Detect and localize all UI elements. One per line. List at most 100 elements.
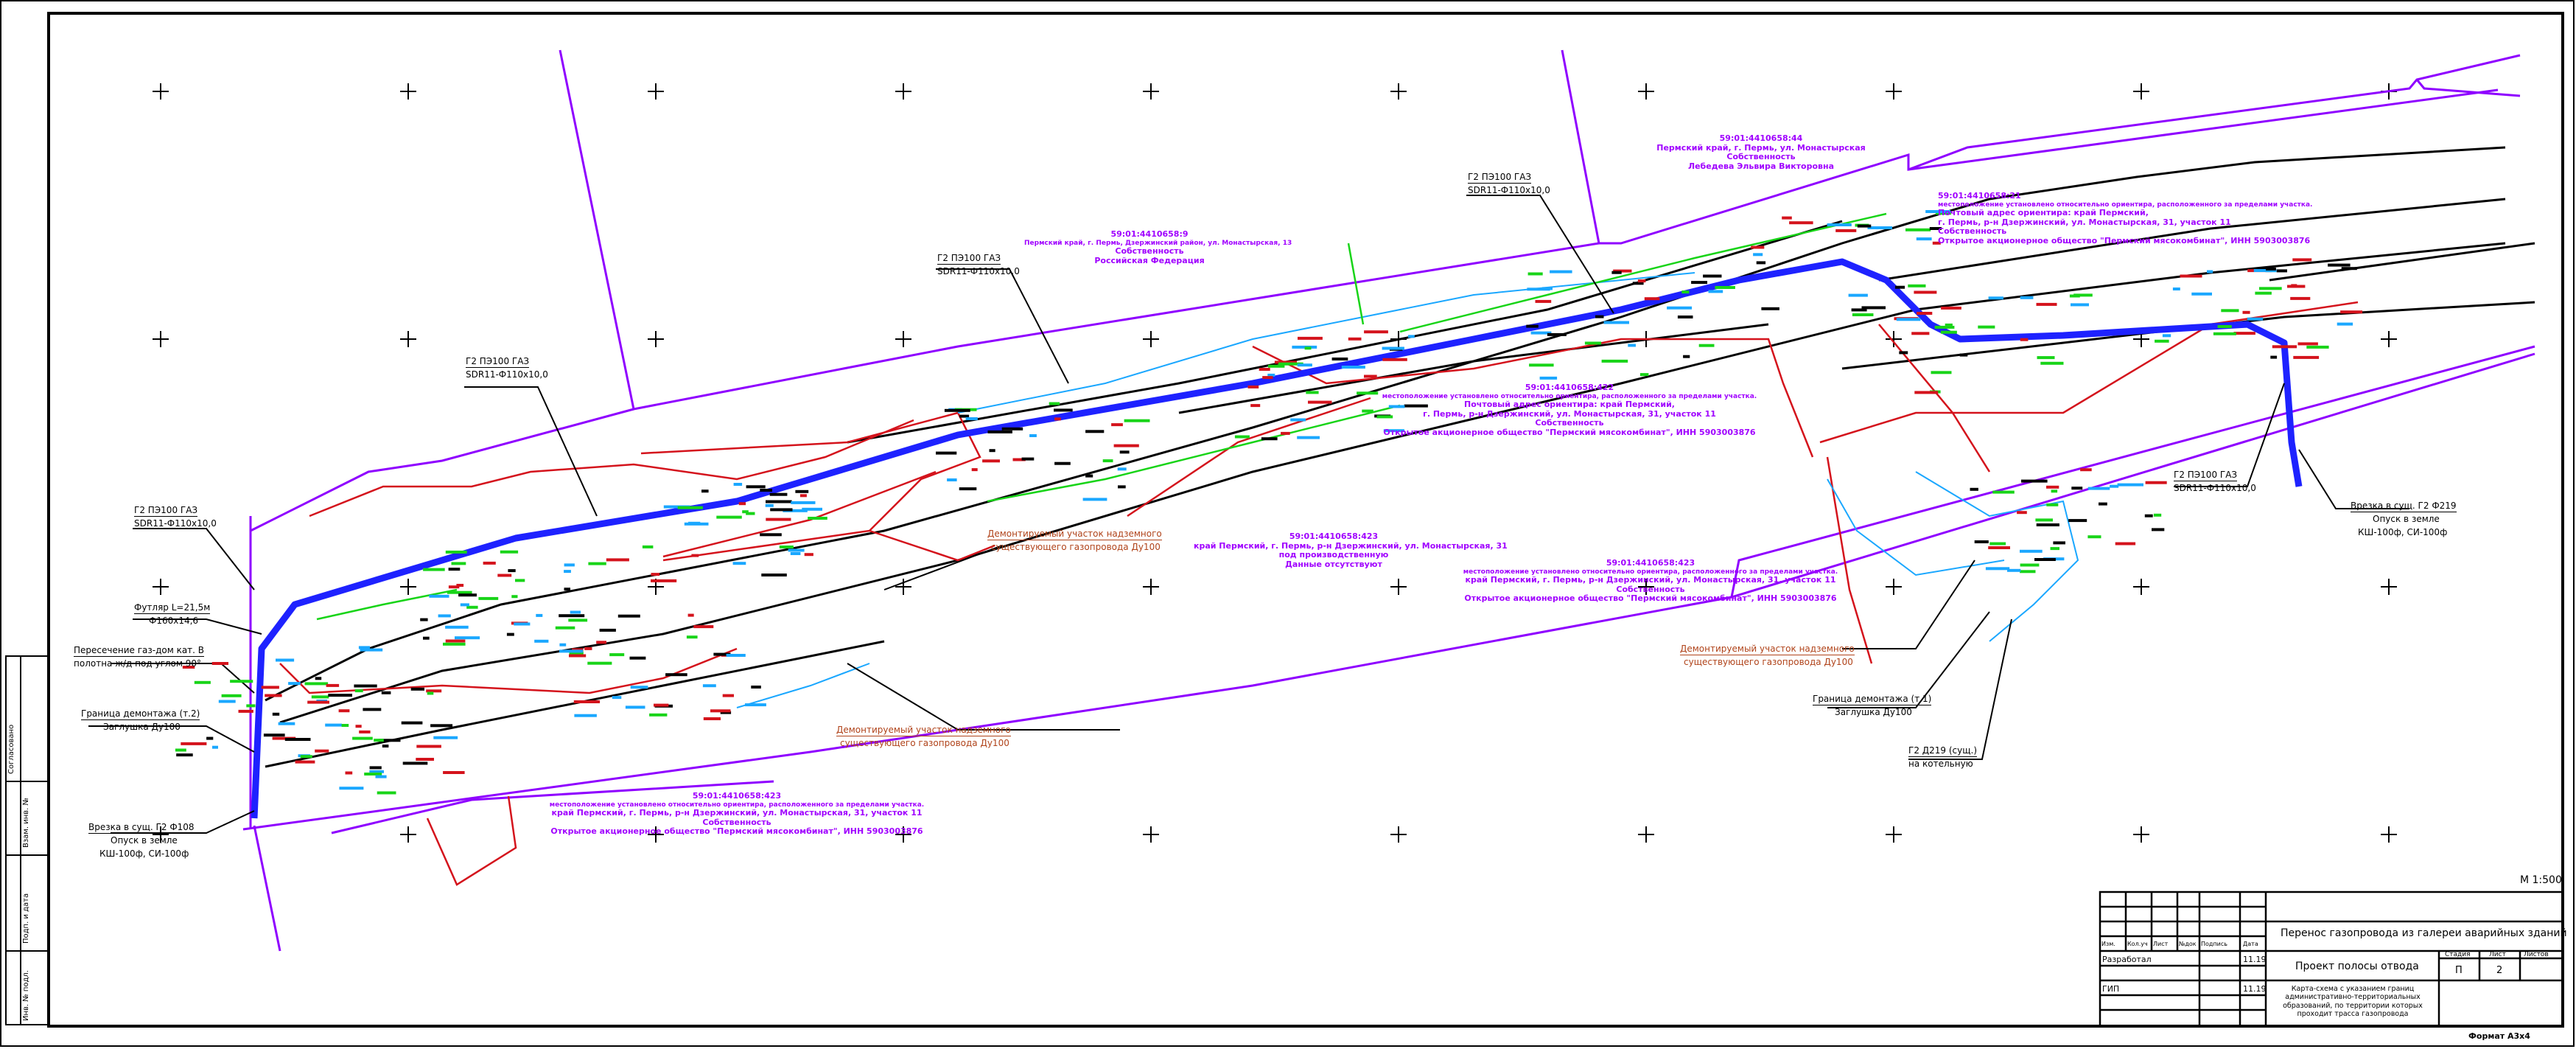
survey-annotation: [2337, 322, 2353, 326]
survey-annotation: [2087, 487, 2110, 490]
survey-annotation: [1959, 353, 1968, 357]
survey-annotation: [746, 512, 755, 515]
survey-annotation: [947, 478, 957, 481]
grid-cross: [895, 331, 911, 347]
survey-annotation: [1304, 346, 1312, 350]
survey-annotation: [1908, 284, 1926, 287]
survey-annotation: [1054, 408, 1073, 412]
side-stamp-grid: [5, 655, 49, 1025]
survey-annotation: [568, 618, 588, 622]
survey-annotation: [936, 451, 957, 455]
survey-annotation: [2247, 317, 2264, 321]
survey-annotation: [2040, 361, 2064, 365]
survey-annotation: [788, 548, 805, 552]
grid-cross: [1143, 826, 1159, 843]
survey-annotation: [1677, 316, 1693, 318]
survey-annotation: [2020, 570, 2036, 574]
survey-annotation: [1988, 546, 2010, 549]
survey-annotation: [307, 700, 329, 704]
survey-annotation: [2297, 342, 2318, 346]
survey-annotation: [766, 500, 792, 503]
survey-annotation: [742, 510, 749, 514]
grid-cross: [400, 331, 416, 347]
survey-annotation: [1715, 286, 1735, 289]
survey-annotation: [1992, 490, 2015, 494]
survey-annotation: [466, 605, 478, 609]
survey-annotation: [965, 417, 978, 420]
grid-cross: [2133, 579, 2149, 595]
survey-annotation: [1932, 241, 1941, 245]
survey-annotation: [2071, 303, 2089, 307]
survey-annotation: [1613, 269, 1632, 273]
survey-annotation: [1259, 368, 1270, 371]
survey-annotation: [677, 506, 703, 509]
survey-annotation: [732, 562, 746, 565]
survey-annotation: [799, 494, 807, 498]
survey-annotation: [1382, 346, 1404, 350]
survey-annotation: [410, 687, 424, 691]
grid-cross: [1390, 579, 1407, 595]
survey-annotation: [1331, 358, 1348, 360]
survey-annotation: [2270, 355, 2278, 359]
survey-annotation: [693, 625, 714, 629]
survey-annotation: [702, 684, 716, 688]
survey-annotation: [1376, 415, 1393, 419]
survey-annotation: [982, 459, 1000, 463]
grid-cross: [895, 83, 911, 100]
survey-annotation: [1917, 312, 1933, 315]
survey-annotation: [2050, 547, 2059, 551]
survey-annotation: [1268, 364, 1285, 368]
survey-annotation: [506, 632, 514, 636]
survey-annotation: [304, 682, 329, 686]
survey-annotation: [1054, 461, 1071, 465]
survey-annotation: [1261, 437, 1278, 441]
survey-annotation: [783, 509, 808, 512]
survey-annotation: [1852, 313, 1874, 316]
survey-annotation: [423, 636, 430, 640]
survey-annotation: [1388, 405, 1405, 408]
survey-annotation: [612, 696, 622, 700]
survey-annotation: [1408, 335, 1415, 338]
survey-annotation: [272, 736, 296, 740]
survey-annotation: [2020, 296, 2034, 299]
survey-annotation: [381, 691, 391, 694]
survey-annotation: [1974, 540, 1989, 543]
survey-annotation: [564, 563, 575, 567]
survey-annotation: [1298, 336, 1323, 340]
survey-annotation: [263, 733, 285, 737]
survey-annotation: [1931, 371, 1952, 374]
survey-annotation: [1914, 391, 1939, 394]
survey-annotation: [2036, 302, 2057, 306]
survey-annotation: [574, 714, 597, 717]
parcel-label-3: 59:01:4410658:21 местоположение установл…: [1938, 191, 2313, 245]
survey-annotation: [569, 654, 587, 658]
survey-annotation: [429, 594, 449, 598]
survey-annotation: [751, 686, 761, 689]
survey-annotation: [1848, 293, 1868, 297]
survey-annotation: [364, 773, 382, 776]
survey-annotation: [654, 703, 669, 707]
parcel-label-7: 59:01:4410658:423 местоположение установ…: [549, 791, 925, 837]
grid-cross: [895, 826, 911, 843]
survey-annotation: [587, 661, 612, 665]
grid-cross: [1886, 83, 1902, 100]
survey-annotation: [358, 646, 370, 649]
inner-frame: [47, 12, 2564, 1028]
survey-annotation: [374, 739, 384, 742]
survey-annotation: [1914, 290, 1937, 294]
survey-annotation: [455, 636, 480, 640]
survey-annotation: [433, 736, 458, 739]
survey-annotation: [2021, 479, 2048, 483]
survey-annotation: [175, 748, 186, 752]
survey-annotation: [448, 568, 461, 571]
survey-annotation: [500, 550, 519, 554]
survey-annotation: [338, 709, 350, 713]
survey-annotation: [2292, 258, 2312, 262]
survey-annotation: [2020, 338, 2029, 341]
survey-annotation: [1029, 434, 1037, 437]
survey-annotation: [687, 613, 694, 617]
parcel-label-6: 59:01:4410658:423 местоположение установ…: [1463, 558, 1838, 604]
survey-annotation: [497, 574, 512, 577]
parcel-label-2: 59:01:4410658:44 Пермский край, г. Пермь…: [1656, 133, 1866, 171]
